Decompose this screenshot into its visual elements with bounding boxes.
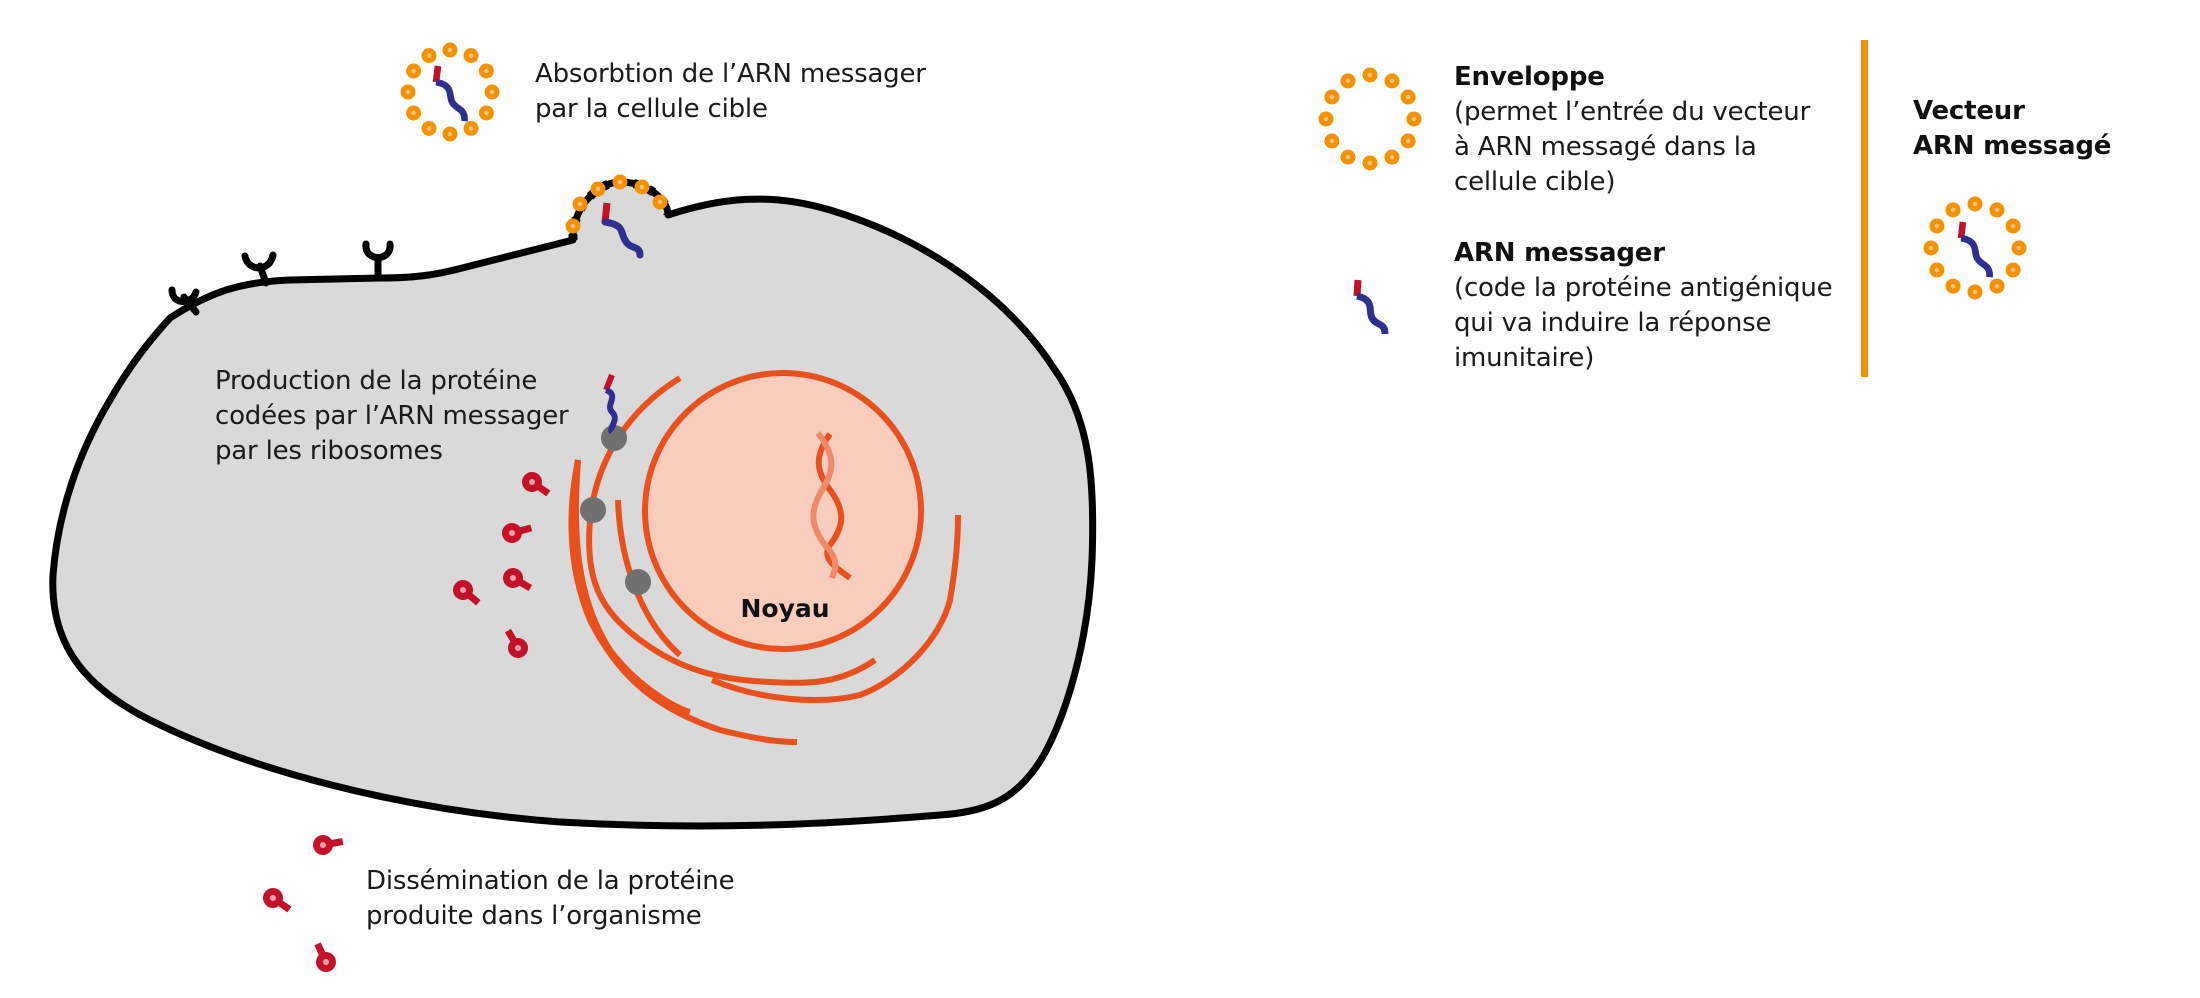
lipid-dot	[1945, 278, 1961, 294]
ribosomes	[580, 425, 651, 595]
mrna-strand-icon	[1957, 221, 1993, 278]
lipid-dot	[1989, 278, 2005, 294]
mrna-strand-icon	[601, 202, 644, 259]
protein-icon	[313, 835, 344, 855]
lipid-dot	[565, 218, 581, 234]
protein-icon	[314, 942, 336, 972]
legend-divider	[1861, 40, 1868, 377]
annotation-line: Dissémination de la protéine	[366, 866, 735, 896]
lipid-dot	[1384, 73, 1400, 89]
legend-envelope-text: Enveloppe (permet l’entrée du vecteur à …	[1454, 60, 1810, 200]
lipid-dot	[590, 181, 606, 197]
lipid-dot	[1967, 284, 1983, 300]
lipid-dot	[406, 105, 422, 121]
dissemination-annotation: Dissémination de la protéine produite da…	[366, 864, 735, 934]
ribosome	[601, 425, 627, 451]
lipid-dot	[1406, 111, 1422, 127]
mrna-vector-icon	[400, 42, 500, 142]
lipid-envelope-icon	[1318, 67, 1422, 171]
mrna-strand-icon	[603, 373, 618, 435]
annotation-line: Absorbtion de l’ARN messager	[535, 59, 926, 89]
lipid-dot	[406, 63, 422, 79]
dna-helix-icon	[810, 431, 852, 581]
protein-icon	[522, 472, 551, 497]
mrna-strand-icon	[1353, 279, 1389, 335]
receptor-icon	[241, 251, 277, 287]
lipid-dot	[2005, 262, 2021, 278]
membrane-receptors	[168, 240, 394, 316]
lipid-dot	[1400, 89, 1416, 105]
lipid-dot	[1929, 262, 1945, 278]
lipid-dot	[478, 105, 494, 121]
lipid-dot	[1340, 73, 1356, 89]
legend-line: imunitaire)	[1454, 343, 1595, 373]
legend-line: à ARN messagé dans la	[1454, 132, 1757, 162]
lipid-dot	[634, 179, 650, 195]
annotation-line: codées par l’ARN messager	[215, 401, 569, 431]
lipid-dot	[1362, 155, 1378, 171]
lipid-dot	[421, 120, 437, 136]
proteins	[263, 472, 551, 972]
legend-line: cellule cible)	[1454, 167, 1616, 197]
ribosome	[580, 497, 606, 523]
receptor-icon	[168, 286, 200, 316]
lipid-dot	[442, 126, 458, 142]
legend-line: (code la protéine antigénique	[1454, 273, 1833, 303]
lipid-dot	[1967, 196, 1983, 212]
annotation-line: par la cellule cible	[535, 94, 768, 124]
receptor-icon	[362, 240, 394, 280]
lipid-dot	[463, 48, 479, 64]
protein-icon	[502, 523, 533, 543]
lipid-dot	[400, 84, 416, 100]
lipid-dot	[478, 63, 494, 79]
legend-envelope-title: Enveloppe	[1454, 62, 1605, 92]
legend-vector-title: Vecteur	[1913, 96, 2025, 126]
lipid-dot	[1945, 202, 1961, 218]
annotation-line: Production de la protéine	[215, 366, 538, 396]
lipid-dot	[2005, 218, 2021, 234]
legend-vector-title: ARN messagé	[1913, 131, 2112, 161]
legend-mrna-title: ARN messager	[1454, 238, 1665, 268]
legend-mrna-text: ARN messager (code la protéine antigéniq…	[1454, 236, 1833, 376]
lipid-dot	[1989, 202, 2005, 218]
lipid-dot	[2011, 240, 2027, 256]
lipid-dot	[652, 194, 668, 210]
lipid-dot	[421, 48, 437, 64]
lipid-dot	[1923, 240, 1939, 256]
mrna-strand-icon	[432, 65, 468, 122]
absorption-annotation: Absorbtion de l’ARN messager par la cell…	[535, 57, 926, 127]
ribosome	[625, 569, 651, 595]
protein-icon	[453, 580, 481, 606]
lipid-dot	[1340, 149, 1356, 165]
protein-icon	[504, 628, 528, 658]
lipid-dot	[1384, 149, 1400, 165]
legend-line: qui va induire la réponse	[1454, 308, 1772, 338]
lipid-dot	[1929, 218, 1945, 234]
lipid-dot	[1318, 111, 1334, 127]
annotation-line: produite dans l’organisme	[366, 901, 702, 931]
nucleus	[642, 370, 924, 652]
legend-vector-text: Vecteur ARN messagé	[1913, 94, 2111, 164]
lipid-dot	[1324, 89, 1340, 105]
budding-vesicle	[565, 174, 673, 259]
lipid-dot	[612, 174, 628, 190]
lipid-dot	[1362, 67, 1378, 83]
lipid-dot	[463, 120, 479, 136]
lipid-dot	[572, 196, 588, 212]
lipid-dot	[442, 42, 458, 58]
lipid-dot	[1400, 133, 1416, 149]
mrna-vector-icon	[1923, 196, 2027, 300]
lipid-dot	[484, 84, 500, 100]
protein-icon	[263, 888, 292, 913]
production-annotation: Production de la protéine codées par l’A…	[215, 364, 569, 469]
endoplasmic-reticulum	[568, 375, 961, 745]
legend-line: (permet l’entrée du vecteur	[1454, 97, 1811, 127]
protein-icon	[503, 568, 533, 592]
annotation-line: par les ribosomes	[215, 436, 443, 466]
nucleus-label: Noyau	[740, 594, 830, 623]
lipid-dot	[1324, 133, 1340, 149]
